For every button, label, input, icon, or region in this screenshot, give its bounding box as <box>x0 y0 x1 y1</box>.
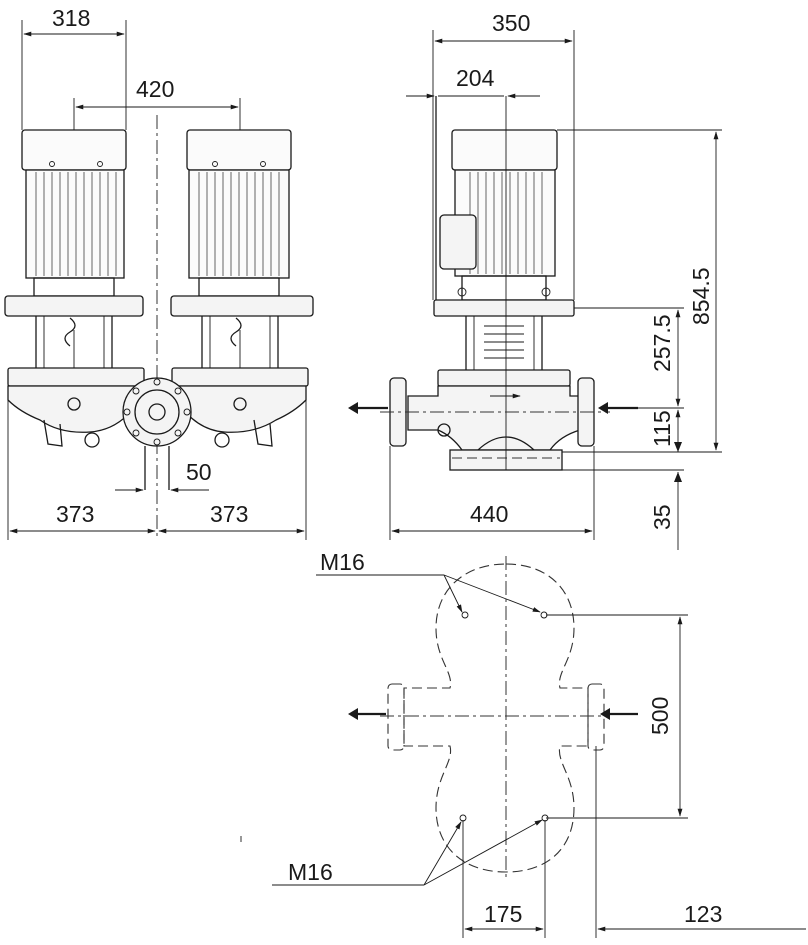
dim-port-height: 115 <box>649 410 675 447</box>
dim-half-width-right: 373 <box>210 501 248 527</box>
center-flange <box>122 377 192 490</box>
dim-total-height: 854.5 <box>688 267 714 325</box>
dim-bolt-spacing-vertical: 500 <box>647 697 673 735</box>
dim-flange-height: 257.5 <box>649 314 675 372</box>
dim-front-motor-width: 318 <box>52 5 90 31</box>
dim-motor-spacing: 420 <box>136 76 174 102</box>
dim-bolt-spacing-horizontal: 175 <box>484 901 522 927</box>
dim-side-axis-offset: 204 <box>456 65 495 91</box>
bolt-label-bottom: M16 <box>288 859 333 885</box>
right-motor <box>170 129 314 448</box>
footprint-view: M16 M16 500 175 123 <box>272 549 806 938</box>
bolt-label-top: M16 <box>320 549 365 575</box>
left-motor <box>4 129 145 448</box>
dim-base-height: 35 <box>649 504 675 530</box>
dim-side-motor-width: 350 <box>492 10 530 36</box>
side-view: 350 204 854.5 257.5 115 35 440 <box>348 10 722 550</box>
dim-port-length: 440 <box>470 501 508 527</box>
front-view: 318 420 373 373 50 <box>4 5 314 540</box>
dim-half-width-left: 373 <box>56 501 94 527</box>
dim-center-offset: 50 <box>186 459 212 485</box>
dim-edge-offset: 123 <box>684 901 722 927</box>
